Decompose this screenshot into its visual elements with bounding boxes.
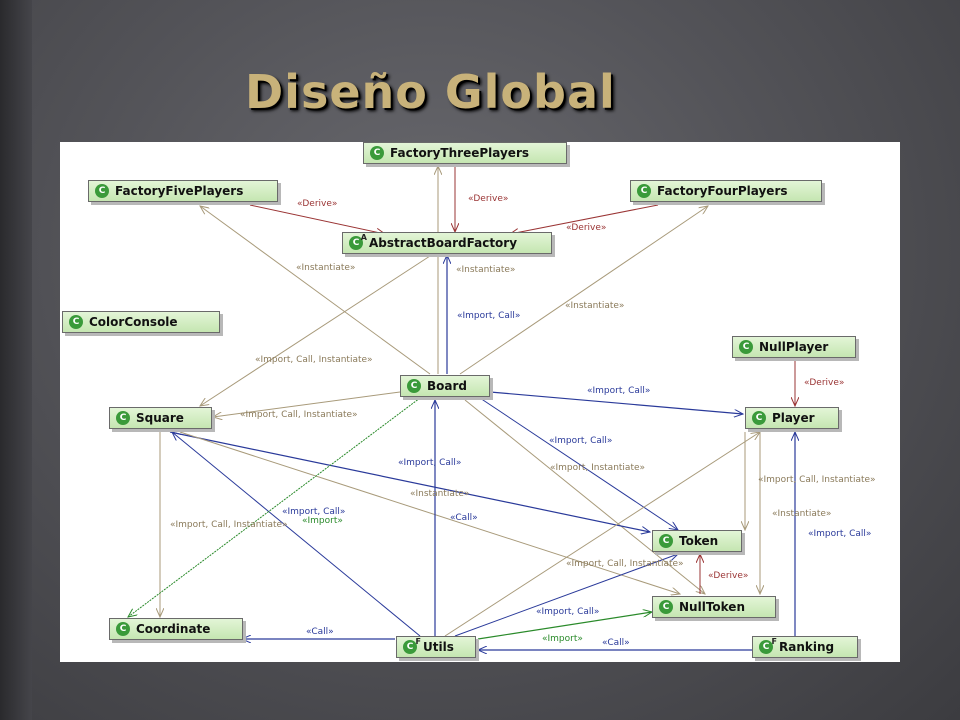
- class-node-label: Coordinate: [136, 622, 211, 636]
- class-node-null-player[interactable]: C NullPlayer: [732, 336, 856, 358]
- dependency-edges: [60, 164, 900, 662]
- class-node-label: FactoryFourPlayers: [657, 184, 788, 198]
- class-icon: C: [116, 411, 130, 425]
- instantiate-edge: [200, 206, 431, 375]
- class-icon: C: [637, 184, 651, 198]
- edge-label: «Import, Call»: [536, 607, 600, 617]
- class-node-label: Board: [427, 379, 467, 393]
- class-node-label: Utils: [423, 640, 454, 654]
- class-node-player[interactable]: C Player: [745, 407, 839, 429]
- edge-label: «Import, Call»: [457, 311, 521, 321]
- edge-label: «Derive»: [804, 378, 845, 388]
- class-node-factory-three-players[interactable]: C FactoryThreePlayers: [363, 142, 567, 164]
- edge-label: «Import»: [542, 634, 583, 644]
- class-node-label: Player: [772, 411, 815, 425]
- class-node-label: NullPlayer: [759, 340, 829, 354]
- edge-label: «Derive»: [297, 199, 338, 209]
- class-icon: C: [116, 622, 130, 636]
- edge-label: «Import, Call»: [549, 436, 613, 446]
- class-node-board[interactable]: C Board: [400, 375, 490, 397]
- class-node-factory-four-players[interactable]: C FactoryFourPlayers: [630, 180, 822, 202]
- derive-edge: [510, 204, 659, 234]
- edge-label: «Call»: [450, 513, 478, 523]
- class-node-label: AbstractBoardFactory: [369, 236, 518, 250]
- class-icon: C: [659, 600, 673, 614]
- instantiate-edge: [179, 431, 680, 594]
- edge-label: «Instantiate»: [565, 301, 625, 311]
- class-icon: C: [370, 146, 384, 160]
- class-icon: C: [752, 411, 766, 425]
- edge-label: «Call»: [306, 627, 334, 637]
- class-node-coordinate[interactable]: C Coordinate: [109, 618, 243, 640]
- instantiate-edge: [200, 255, 431, 406]
- edge-label: «Import, Call, Instantiate»: [758, 475, 876, 485]
- import-call-edge: [489, 391, 743, 414]
- class-icon: C: [69, 315, 83, 329]
- class-node-label: FactoryThreePlayers: [390, 146, 530, 160]
- import-call-edge: [169, 431, 650, 532]
- edge-label: «Call»: [602, 638, 630, 648]
- edge-label: «Import, Call, Instantiate»: [240, 410, 358, 420]
- class-node-label: Ranking: [779, 640, 835, 654]
- edge-label: «Derive»: [708, 571, 749, 581]
- class-icon: C: [739, 340, 753, 354]
- derive-edge: [249, 204, 385, 234]
- edge-label: «Derive»: [468, 194, 509, 204]
- class-node-label: NullToken: [679, 600, 745, 614]
- import-edge: [477, 612, 652, 640]
- class-icon: C: [95, 184, 109, 198]
- edge-label: «Import, Instantiate»: [550, 463, 646, 473]
- instantiate-edge: [444, 432, 760, 637]
- instantiate-edge: [213, 391, 401, 417]
- class-node-label: FactoryFivePlayers: [115, 184, 244, 198]
- import-call-edge: [479, 397, 678, 530]
- instantiate-edge: [459, 206, 708, 375]
- edge-label: «Import»: [302, 516, 343, 526]
- edge-label: «Import, Call»: [587, 386, 651, 396]
- class-node-null-token[interactable]: C NullToken: [652, 596, 776, 618]
- class-node-factory-five-players[interactable]: C FactoryFivePlayers: [88, 180, 278, 202]
- import-call-edge: [454, 554, 678, 637]
- class-node-label: Token: [679, 534, 719, 548]
- edge-label: «Instantiate»: [772, 509, 832, 519]
- edge-label: «Instantiate»: [296, 263, 356, 273]
- slide-title: Diseño Global: [245, 65, 616, 119]
- class-node-token[interactable]: C Token: [652, 530, 742, 552]
- edge-label: «Derive»: [566, 223, 607, 233]
- uml-class-diagram: «Derive» «Derive» «Derive» «Instantiate»…: [60, 142, 900, 662]
- class-icon: C: [659, 534, 673, 548]
- edge-label: «Import, Call, Instantiate»: [170, 520, 288, 530]
- edge-label: «Instantiate»: [456, 265, 516, 275]
- import-call-edge: [172, 432, 421, 637]
- class-node-square[interactable]: C Square: [109, 407, 212, 429]
- slide-left-strip: [0, 0, 32, 720]
- instantiate-edge: [464, 399, 705, 594]
- edge-label: «Import, Call, Instantiate»: [566, 559, 684, 569]
- class-node-label: ColorConsole: [89, 315, 178, 329]
- class-node-label: Square: [136, 411, 184, 425]
- edge-label: «Import, Call»: [282, 507, 346, 517]
- edge-label: «Import, Call»: [398, 458, 462, 468]
- edge-label: «Import, Call, Instantiate»: [255, 355, 373, 365]
- class-icon: C: [407, 379, 421, 393]
- import-edge: [128, 397, 421, 617]
- edge-label: «Instantiate»: [410, 489, 470, 499]
- class-node-color-console[interactable]: C ColorConsole: [62, 311, 220, 333]
- edge-label: «Import, Call»: [808, 529, 872, 539]
